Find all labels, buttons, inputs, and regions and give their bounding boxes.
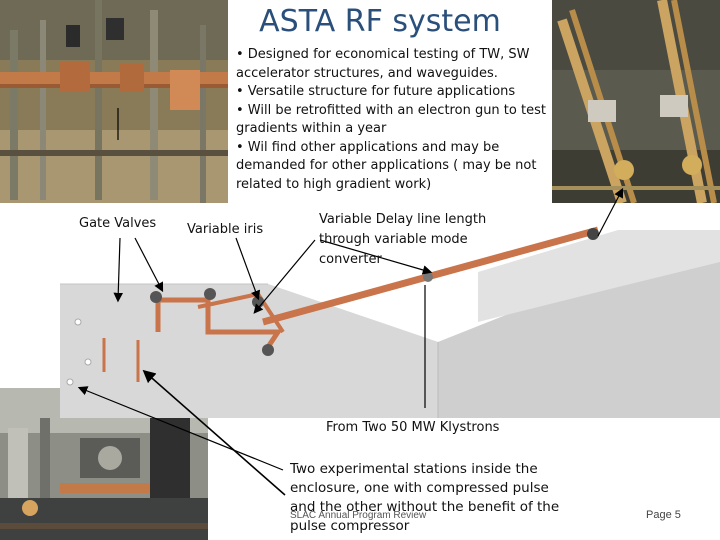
photo-top-left <box>0 0 228 203</box>
label-variable-delay: Variable Delay line length through varia… <box>319 212 487 267</box>
bullet-item: • Designed for economical testing of TW,… <box>236 47 530 81</box>
bullet-item: • Versatile structure for future applica… <box>236 84 516 99</box>
page-number: Page 5 <box>646 509 681 521</box>
footer-text: SLAC Annual Program Review <box>290 510 427 521</box>
label-gate-valves: Gate Valves <box>79 216 157 231</box>
label-variable-iris: Variable iris <box>187 222 264 237</box>
bullet-item: • Will be retrofitted with an electron g… <box>236 102 546 137</box>
label-experimental-stations: Two experimental stations inside the enc… <box>290 461 560 534</box>
slide-title: ASTA RF system <box>259 4 501 39</box>
photo-top-right <box>552 0 720 203</box>
bullet-item: • Wil find other applications and may be… <box>236 139 537 192</box>
label-klystrons: From Two 50 MW Klystrons <box>326 420 500 435</box>
bullet-list: • Designed for economical testing of TW,… <box>236 46 554 194</box>
